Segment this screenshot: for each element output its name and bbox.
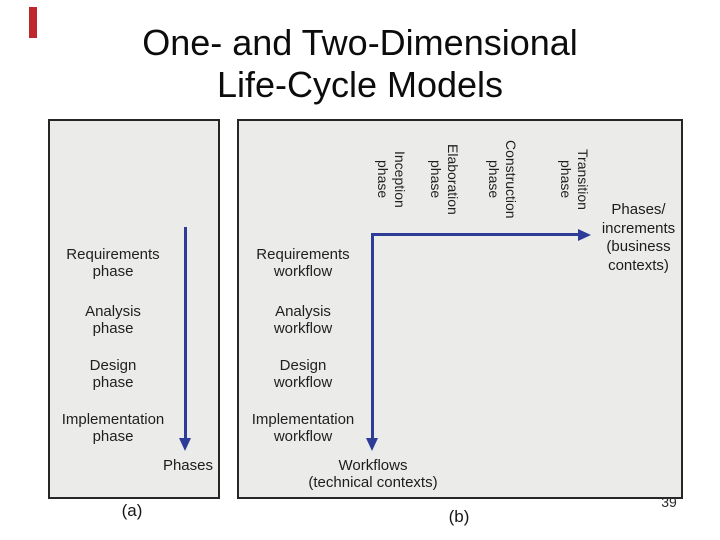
panel-b-row-analysis: Analysis workflow xyxy=(236,303,370,337)
row-line1: Implementation xyxy=(61,411,165,428)
column-line1: Transition xyxy=(575,148,591,210)
row-line2: workflow xyxy=(273,428,333,445)
panel-b-row-design: Design workflow xyxy=(236,357,370,391)
panel-a-row-implementation: Implementation phase xyxy=(46,411,180,445)
row-line2: phase xyxy=(92,263,134,280)
row-line2: workflow xyxy=(273,374,333,391)
x-axis-line1: Phases/ xyxy=(611,201,666,218)
column-line1: Inception xyxy=(392,150,408,208)
row-line2: phase xyxy=(92,320,134,337)
red-accent-bar xyxy=(29,7,37,38)
panel-b-down-arrow-head-icon xyxy=(366,438,378,451)
column-line1: Elaboration xyxy=(445,143,461,215)
y-axis-line1: Workflows xyxy=(338,457,408,474)
panel-a-down-arrow-head-icon xyxy=(179,438,191,451)
row-line1: Requirements xyxy=(256,246,350,263)
panel-b-right-arrow-line xyxy=(371,233,579,236)
row-line1: Design xyxy=(89,357,137,374)
panel-a-row-design: Design phase xyxy=(46,357,180,391)
panel-b-caption: (b) xyxy=(448,507,470,526)
panel-b-x-axis-label: Phases/ increments (business contexts) xyxy=(593,201,684,275)
panel-b-down-arrow-line xyxy=(371,233,374,439)
panel-b-y-axis-label: Workflows (technical contexts) xyxy=(293,457,453,491)
panel-b-row-requirements: Requirements workflow xyxy=(236,246,370,280)
panel-b-column-inception: Inception phase xyxy=(374,130,408,228)
panel-b-column-construction: Construction phase xyxy=(485,130,519,228)
panel-a-down-arrow-line xyxy=(184,227,187,439)
x-axis-line3: (business xyxy=(606,238,671,255)
panel-b-column-transition: Transition phase xyxy=(557,130,591,228)
panel-b-right-arrow-head-icon xyxy=(578,229,591,241)
panel-a-row-analysis: Analysis phase xyxy=(46,303,180,337)
column-line2: phase xyxy=(375,159,391,199)
panel-b-box xyxy=(237,119,683,499)
y-axis-line2: (technical contexts) xyxy=(308,474,438,491)
slide-title-line-2: Life-Cycle Models xyxy=(216,64,504,105)
x-axis-line4: contexts) xyxy=(608,256,669,274)
row-line1: Analysis xyxy=(275,303,331,320)
row-line2: workflow xyxy=(273,263,333,280)
column-line2: phase xyxy=(558,159,574,199)
panel-b-row-implementation: Implementation workflow xyxy=(236,411,370,445)
panel-b-column-elaboration: Elaboration phase xyxy=(427,130,461,228)
row-line1: Design xyxy=(279,357,327,374)
column-line2: phase xyxy=(486,159,502,199)
row-line2: workflow xyxy=(273,320,333,337)
row-line1: Analysis xyxy=(85,303,141,320)
panel-a-axis-label: Phases xyxy=(162,457,213,474)
row-line1: Requirements xyxy=(66,246,160,263)
panel-a-caption: (a) xyxy=(121,501,143,520)
column-line1: Construction xyxy=(503,139,519,219)
x-axis-line2: increments xyxy=(601,219,676,237)
column-line2: phase xyxy=(428,159,444,199)
row-line1: Implementation xyxy=(251,411,355,428)
slide-title-line-1: One- and Two-Dimensional xyxy=(142,22,578,63)
row-line2: phase xyxy=(92,428,134,445)
panel-a-row-requirements: Requirements phase xyxy=(46,246,180,280)
row-line2: phase xyxy=(92,374,134,391)
panel-a-box xyxy=(48,119,220,499)
page-number: 39 xyxy=(661,494,677,510)
